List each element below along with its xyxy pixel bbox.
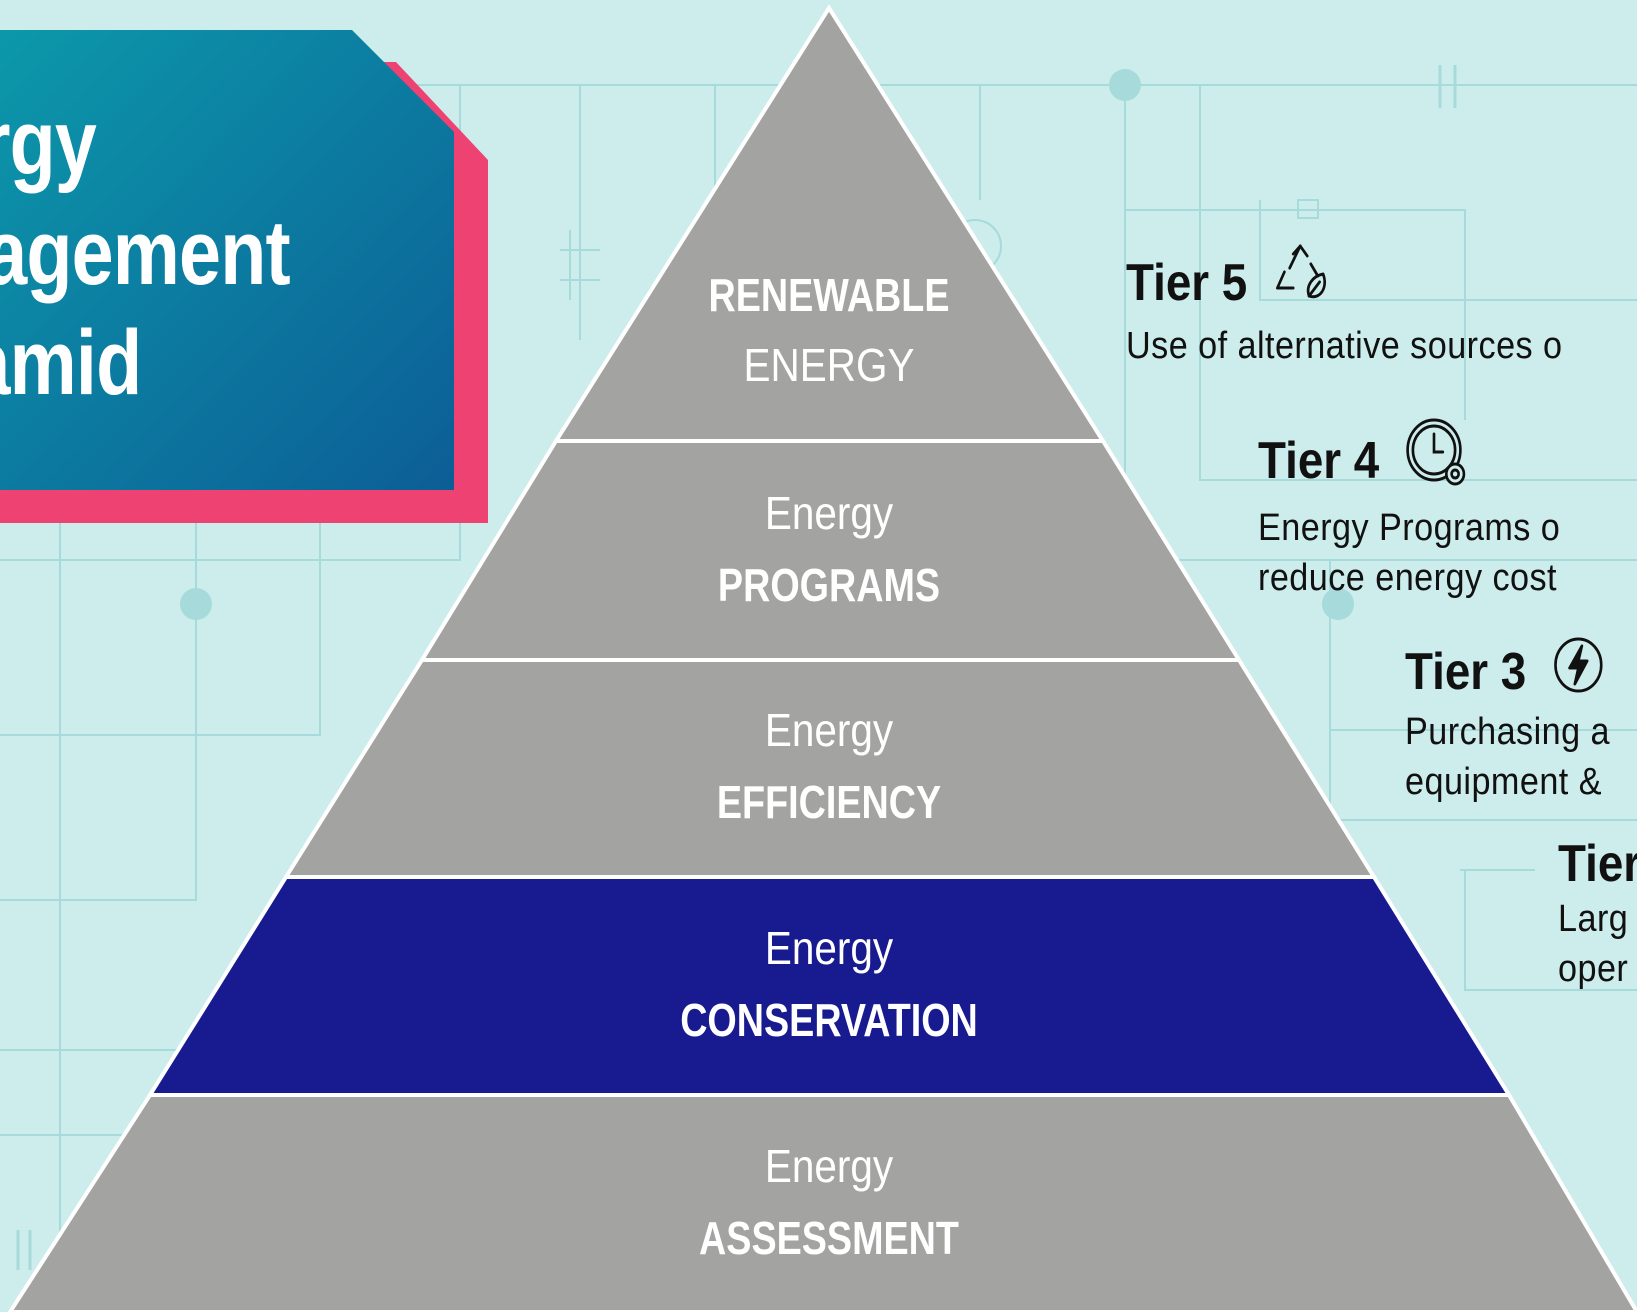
tier-3-heading: Tier 3 — [1405, 642, 1527, 701]
tier-3-description-line-2: equipment & — [1405, 761, 1602, 803]
tier-3-subtitle: Energy — [764, 704, 894, 756]
title-card — [0, 30, 488, 523]
title-line-1: ergy — [0, 92, 97, 194]
tier-5-title: RENEWABLE — [708, 269, 950, 321]
lightning-icon — [1553, 636, 1604, 707]
recycle-leaf-icon — [1274, 244, 1332, 321]
tier-4-heading: Tier 4 — [1258, 431, 1380, 490]
tier-5-description-line-1: Use of alternative sources o — [1126, 325, 1563, 367]
tier-5-heading: Tier 5 — [1126, 253, 1248, 312]
tier-4-description-line-1: Energy Programs o — [1258, 507, 1561, 549]
tier-1-title: ASSESSMENT — [699, 1212, 959, 1264]
title-gradient-shape — [0, 30, 454, 490]
title-line-3: ramid — [0, 312, 142, 414]
tier-4-shape — [418, 439, 1243, 662]
tier-4-description-line-2: reduce energy cost — [1258, 557, 1557, 599]
title-line-2: nagement — [0, 202, 291, 304]
tier-2-title: CONSERVATION — [680, 994, 978, 1046]
tier-2-heading: Tier — [1558, 835, 1637, 893]
tier-3-description-line-1: Purchasing a — [1405, 711, 1611, 753]
tier-1-subtitle: Energy — [764, 1140, 894, 1192]
tier-5-subtitle: ENERGY — [743, 339, 915, 391]
clock-gear-icon — [1406, 418, 1469, 503]
tier-1-shape — [7, 1093, 1637, 1312]
tier-2-shape — [146, 875, 1513, 1097]
tier-5-description: Tier 5 Use of alternative sources o — [1126, 244, 1611, 371]
tier-2-description: Tier Larg oper — [1558, 834, 1637, 994]
tier-3-shape — [282, 658, 1378, 879]
tier-4-description: Tier 4 Energy Programs o reduce energy c… — [1258, 418, 1594, 603]
tier-2-description-line-2: oper — [1558, 948, 1629, 990]
tier-2-subtitle: Energy — [764, 922, 894, 974]
tier-2-description-line-1: Larg — [1558, 898, 1629, 940]
tier-4-title: PROGRAMS — [717, 559, 941, 611]
tier-3-title: EFFICIENCY — [716, 776, 942, 828]
page-title: ergy nagement ramid — [0, 88, 366, 418]
tier-4-subtitle: Energy — [764, 487, 894, 539]
tier-3-description: Tier 3 Purchasing a equipment & — [1405, 636, 1633, 807]
